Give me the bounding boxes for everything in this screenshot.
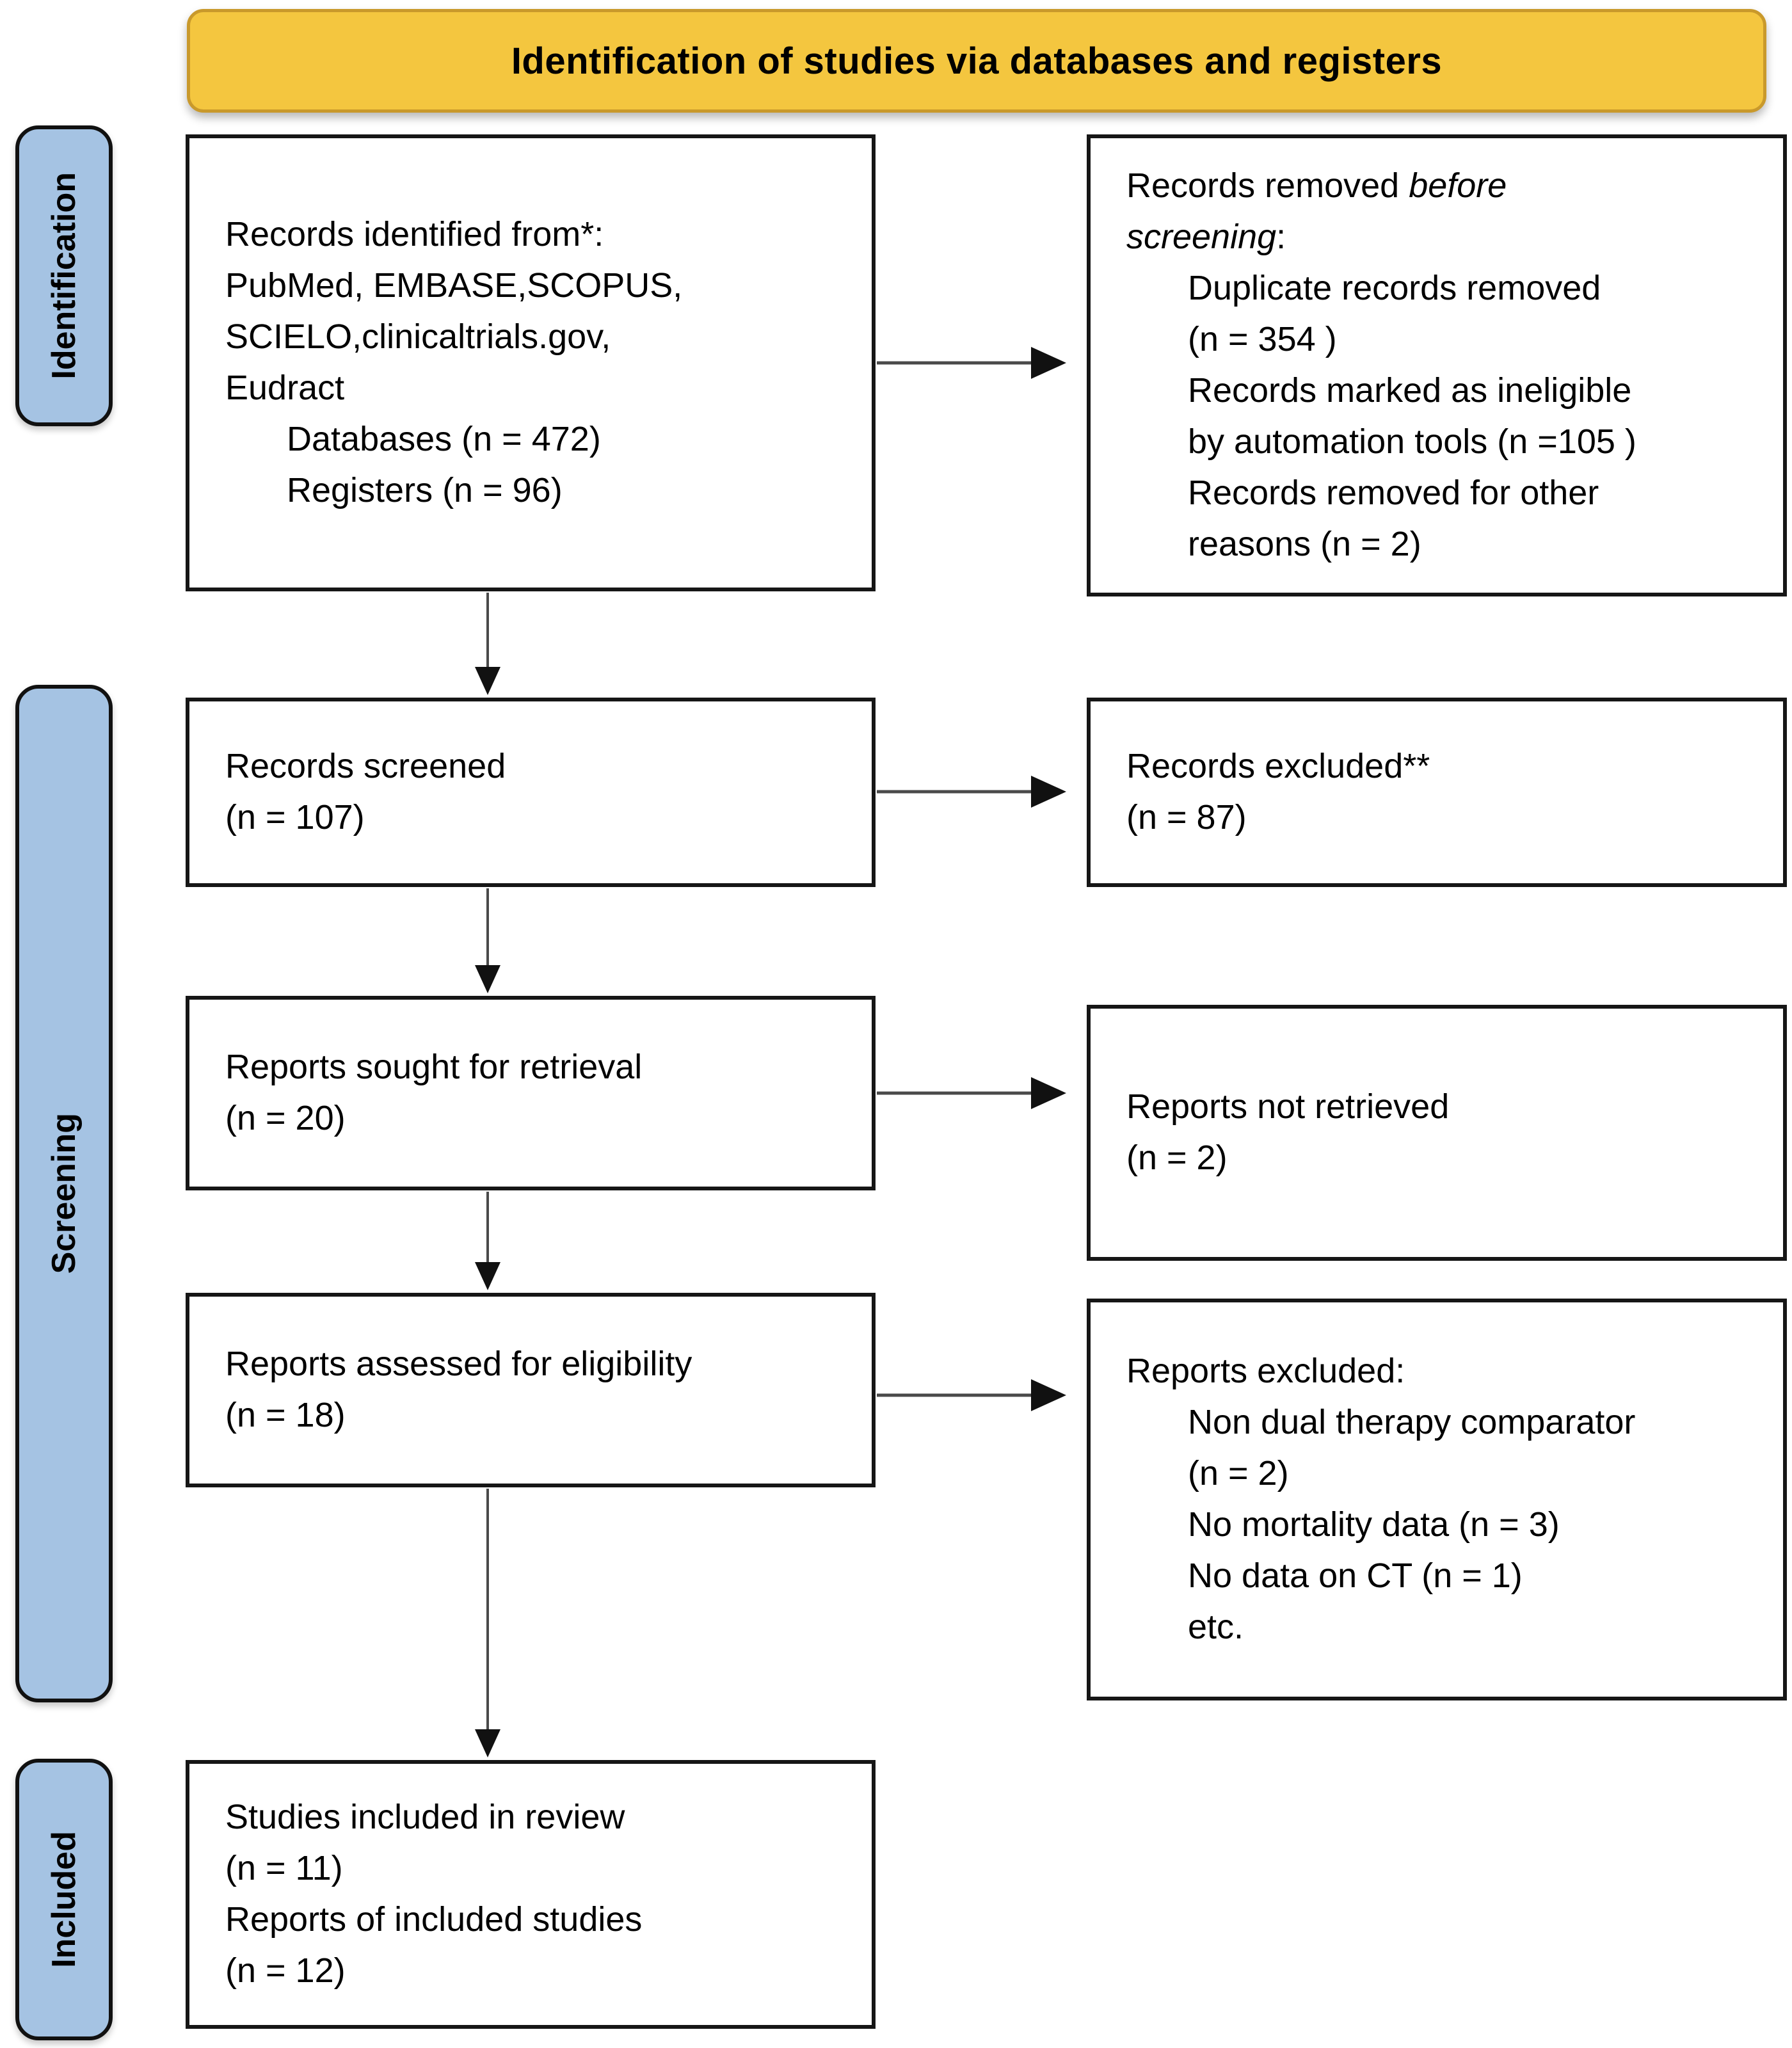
box-line: Reports not retrieved xyxy=(1126,1087,1450,1126)
banner-title: Identification of studies via databases … xyxy=(511,40,1443,82)
box-line: Eudract xyxy=(225,369,345,407)
box-line: (n = 2) xyxy=(1126,1139,1228,1177)
box-line: etc. xyxy=(1188,1607,1244,1646)
box-reports-not-retrieved: Reports not retrieved (n = 2) xyxy=(1087,1005,1787,1261)
box-line-segment-italic: before xyxy=(1409,166,1507,205)
box-line: Records excluded** xyxy=(1126,747,1430,786)
box-line: Records marked as ineligible xyxy=(1188,371,1632,410)
box-line: (n = 87) xyxy=(1126,798,1247,836)
box-line: No data on CT (n = 1) xyxy=(1188,1556,1523,1595)
box-line-segment-italic: screening xyxy=(1126,218,1277,257)
box-line: Studies included in review xyxy=(225,1798,625,1837)
box-reports-assessed-text: Reports assessed for eligibility (n = 18… xyxy=(189,1327,872,1453)
box-line: Non dual therapy comparator xyxy=(1188,1403,1636,1442)
box-records-excluded: Records excluded** (n = 87) xyxy=(1087,698,1787,887)
box-line: Duplicate records removed xyxy=(1188,269,1601,308)
box-line: Reports assessed for eligibility xyxy=(225,1345,692,1384)
box-reports-excluded: Reports excluded: Non dual therapy compa… xyxy=(1087,1299,1787,1700)
box-records-screened-text: Records screened (n = 107) xyxy=(189,730,872,855)
box-records-identified-text: Records identified from*: PubMed, EMBASE… xyxy=(189,198,872,527)
box-studies-included: Studies included in review (n = 11) Repo… xyxy=(186,1760,876,2029)
box-reports-excluded-text: Reports excluded: Non dual therapy compa… xyxy=(1091,1334,1783,1664)
stage-label-identification: Identification xyxy=(45,172,83,380)
stage-bar-identification: Identification xyxy=(15,125,113,426)
box-line: (n = 354 ) xyxy=(1188,320,1337,359)
box-records-removed: Records removed before screening: Duplic… xyxy=(1087,134,1787,596)
stage-bar-included: Included xyxy=(15,1759,113,2040)
box-reports-assessed: Reports assessed for eligibility (n = 18… xyxy=(186,1293,876,1487)
box-line: by automation tools (n =105 ) xyxy=(1188,422,1636,461)
box-line-segment: : xyxy=(1276,218,1286,257)
box-line: Databases (n = 472) xyxy=(287,419,601,458)
box-line: Reports sought for retrieval xyxy=(225,1048,643,1087)
box-line: Records identified from*: xyxy=(225,215,604,254)
box-records-screened: Records screened (n = 107) xyxy=(186,698,876,887)
box-line: Records removed for other xyxy=(1188,473,1599,512)
box-line: Records screened xyxy=(225,747,506,786)
box-line: (n = 20) xyxy=(225,1099,346,1137)
box-line: (n = 11) xyxy=(225,1849,343,1888)
box-reports-not-retrieved-text: Reports not retrieved (n = 2) xyxy=(1091,1070,1783,1196)
box-line: (n = 18) xyxy=(225,1396,346,1434)
stage-bar-screening: Screening xyxy=(15,685,113,1702)
box-records-excluded-text: Records excluded** (n = 87) xyxy=(1091,730,1783,855)
box-reports-sought-text: Reports sought for retrieval (n = 20) xyxy=(189,1030,872,1156)
box-records-identified: Records identified from*: PubMed, EMBASE… xyxy=(186,134,876,591)
box-line: Reports of included studies xyxy=(225,1900,643,1939)
stage-label-included: Included xyxy=(45,1831,83,1968)
stage-label-screening: Screening xyxy=(45,1113,83,1274)
box-reports-sought: Reports sought for retrieval (n = 20) xyxy=(186,996,876,1190)
box-line: PubMed, EMBASE,SCOPUS, xyxy=(225,266,683,305)
box-line: Registers (n = 96) xyxy=(287,470,563,509)
box-line: Reports excluded: xyxy=(1126,1352,1405,1391)
box-line-segment: Records removed xyxy=(1126,166,1409,205)
box-line: (n = 12) xyxy=(225,1951,346,1990)
box-line: No mortality data (n = 3) xyxy=(1188,1505,1560,1544)
box-line: (n = 107) xyxy=(225,798,365,836)
box-line: SCIELO,clinicaltrials.gov, xyxy=(225,317,611,356)
box-line: (n = 2) xyxy=(1188,1454,1289,1493)
box-line: screening: xyxy=(1126,212,1765,263)
banner: Identification of studies via databases … xyxy=(187,9,1766,113)
box-studies-included-text: Studies included in review (n = 11) Repo… xyxy=(189,1780,872,2008)
box-records-removed-text: Records removed before screening: Duplic… xyxy=(1091,149,1783,581)
box-line: Records removed before xyxy=(1126,161,1765,212)
box-line: reasons (n = 2) xyxy=(1188,524,1421,563)
